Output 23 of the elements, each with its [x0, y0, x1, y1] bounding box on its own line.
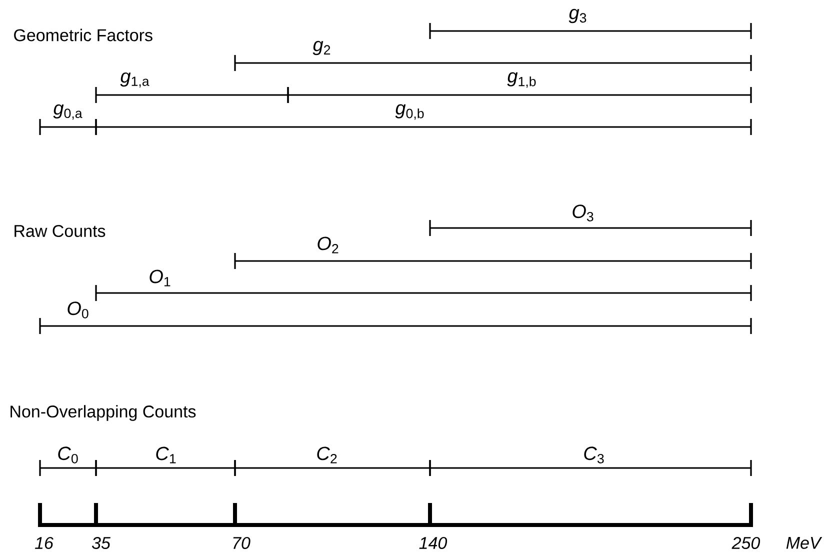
tick-label: 70 [233, 536, 250, 550]
range-label: O$_{1}$ [150, 270, 170, 286]
section-title: Raw Counts [14, 224, 106, 238]
range-label: g$_{2}$ [312, 40, 330, 56]
section-title: Non-Overlapping Counts [10, 405, 196, 421]
range-label: g$_{3}$ [568, 8, 586, 24]
tick-label: 140 [419, 536, 448, 550]
range-label: O$_{0}$ [68, 302, 88, 318]
range-label: g$_{1,a}$ [120, 72, 150, 88]
tick-label: 35 [92, 536, 110, 550]
range-label: g$_{1,b}$ [507, 72, 536, 88]
tick-label: 16 [35, 536, 54, 550]
range-label: O$_{3}$ [572, 204, 594, 222]
range-label: C$_{1}$ [156, 446, 176, 464]
range-label: g$_{0,b}$ [395, 104, 424, 120]
range-label: C$_{2}$ [317, 446, 337, 464]
unit-label: MeV [786, 537, 822, 549]
range-label: C$_{0}$ [58, 446, 78, 464]
section-title: Geometric Factors [14, 28, 152, 42]
tick-label: 250 [732, 536, 760, 550]
range-label: g$_{0,a}$ [53, 104, 82, 120]
range-label: O$_{2}$ [318, 236, 338, 254]
range-label: C$_{3}$ [584, 446, 604, 464]
